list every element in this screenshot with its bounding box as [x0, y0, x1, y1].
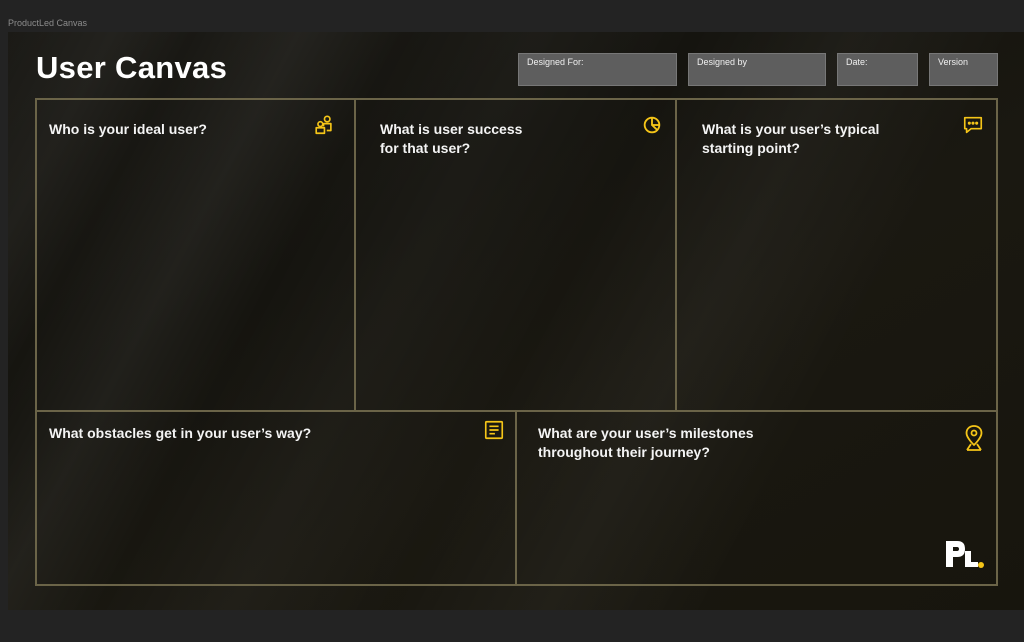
app-title: ProductLed Canvas — [8, 18, 88, 28]
cell-milestones[interactable]: What are your user’s milestones througho… — [517, 412, 996, 584]
version-field[interactable]: Version — [929, 53, 998, 86]
grid-divider-1 — [354, 98, 356, 411]
map-pin-icon — [963, 424, 985, 452]
starting-point-question-line-2: starting point? — [702, 140, 800, 156]
starting-point-question-line-1: What is your user’s typical — [702, 121, 880, 137]
pie-chart-icon — [641, 114, 663, 136]
designed-by-field[interactable]: Designed by — [688, 53, 826, 86]
grid-right-border — [996, 98, 998, 586]
cell-ideal-user[interactable]: Who is your ideal user? — [37, 100, 354, 410]
productled-logo — [945, 537, 985, 571]
grid-top-border — [35, 98, 997, 100]
cell-starting-point[interactable]: What is your user’s typical starting poi… — [677, 100, 996, 410]
grid-divider-3 — [515, 410, 517, 586]
grid-left-border — [35, 98, 37, 586]
date-field[interactable]: Date: — [837, 53, 918, 86]
cell-user-success[interactable]: What is user success for that user? — [356, 100, 675, 410]
canvas-title: User Canvas — [36, 50, 228, 85]
chat-bubble-icon — [962, 114, 984, 136]
document-icon — [483, 419, 505, 441]
user-success-question-line-2: for that user? — [380, 140, 471, 156]
milestones-question-line-1: What are your user’s milestones — [538, 425, 754, 441]
user-success-question-line-1: What is user success — [380, 121, 523, 137]
ideal-user-question: Who is your ideal user? — [49, 121, 207, 137]
cell-obstacles[interactable]: What obstacles get in your user’s way? — [37, 412, 515, 584]
milestones-question-line-2: throughout their journey? — [538, 444, 710, 460]
grid-divider-2 — [675, 98, 677, 411]
users-icon — [313, 114, 335, 136]
designed-for-field[interactable]: Designed For: — [518, 53, 677, 86]
user-canvas: User Canvas Designed For: Designed by Da… — [8, 32, 1024, 610]
obstacles-question: What obstacles get in your user’s way? — [49, 425, 312, 441]
